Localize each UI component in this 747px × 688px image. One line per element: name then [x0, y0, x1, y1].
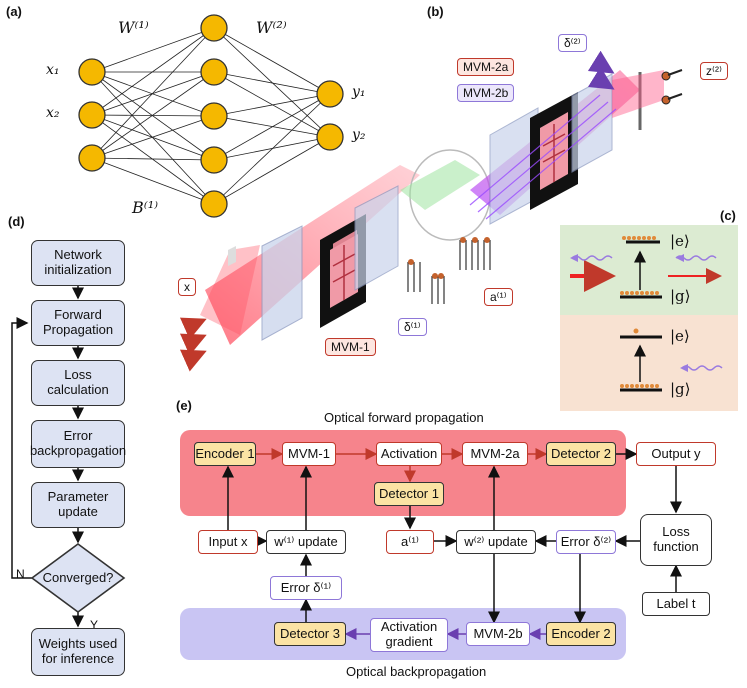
mvm-2a-block: MVM-2a [462, 442, 528, 466]
optic-mvm2a: MVM-2a [457, 58, 515, 76]
panel-label-a: (a) [6, 4, 22, 19]
error-delta1-block: Error δ⁽¹⁾ [270, 576, 342, 600]
weight-w2-label: W⁽²⁾ [256, 18, 287, 37]
error-delta2-block: Error δ⁽²⁾ [556, 530, 616, 554]
network-nodes [78, 14, 344, 218]
forward-title: Optical forward propagation [324, 410, 484, 425]
bias-b1-label: B⁽¹⁾ [132, 198, 159, 217]
step-network-initialization: Network initialization [31, 240, 125, 286]
optic-input-x: x [178, 278, 196, 296]
input-x2-label: x₂ [46, 105, 60, 121]
level-e-top: |e⟩ [670, 232, 690, 250]
level-diagram [560, 225, 738, 411]
converged-diamond [30, 543, 126, 613]
optic-mvm2b: MVM-2b [457, 84, 515, 102]
detector-2: Detector 2 [546, 442, 616, 466]
mvm-2b-block: MVM-2b [466, 622, 530, 646]
label-t-block: Label t [642, 592, 710, 616]
optic-a1: a⁽¹⁾ [484, 288, 513, 306]
activation-gradient-block: Activation gradient [370, 618, 448, 652]
step-loss-calculation: Loss calculation [31, 360, 125, 406]
flowchart-arrows [11, 286, 84, 628]
optic-z2: z⁽²⁾ [700, 62, 728, 80]
schematic-arrows [222, 448, 682, 640]
optic-delta1: δ⁽¹⁾ [398, 318, 427, 336]
input-x1-label: x₁ [46, 62, 60, 78]
level-g-top: |g⟩ [670, 287, 691, 305]
panel-label-d: (d) [8, 214, 25, 229]
network-edges [91, 27, 331, 205]
level-e-bottom: |e⟩ [670, 327, 690, 345]
backward-title: Optical backpropagation [346, 664, 487, 679]
panel-label-c: (c) [720, 208, 736, 223]
input-x-block: Input x [198, 530, 258, 554]
a1-block: a⁽¹⁾ [386, 530, 434, 554]
panel-label-e: (e) [176, 398, 192, 413]
decision-yes-label: Y [90, 618, 99, 632]
detector-3: Detector 3 [274, 622, 346, 646]
output-y1-label: y₁ [352, 84, 366, 100]
step-weights-inference: Weights used for inference [31, 628, 125, 676]
output-y2-label: y₂ [352, 127, 366, 143]
loss-function-block: Loss function [640, 514, 712, 566]
step-error-backpropagation: Error backpropagation [30, 420, 126, 468]
w1-update-block: w⁽¹⁾ update [266, 530, 346, 554]
activation-block: Activation [376, 442, 442, 466]
mvm-1-block: MVM-1 [282, 442, 336, 466]
encoder-1: Encoder 1 [194, 442, 256, 466]
weight-w1-label: W⁽¹⁾ [118, 18, 149, 37]
level-g-bottom: |g⟩ [670, 380, 691, 398]
optical-setup [179, 50, 683, 372]
detector-1: Detector 1 [374, 482, 444, 506]
decision-converged: Converged? [42, 569, 114, 585]
w2-update-block: w⁽²⁾ update [456, 530, 536, 554]
optic-mvm1: MVM-1 [325, 338, 376, 356]
step-forward-propagation: Forward Propagation [31, 300, 125, 346]
encoder-2: Encoder 2 [546, 622, 616, 646]
optic-delta2: δ⁽²⁾ [558, 34, 587, 52]
panel-label-b: (b) [427, 4, 444, 19]
output-y-block: Output y [636, 442, 716, 466]
step-parameter-update: Parameter update [31, 482, 125, 528]
decision-no-label: N [16, 567, 25, 581]
